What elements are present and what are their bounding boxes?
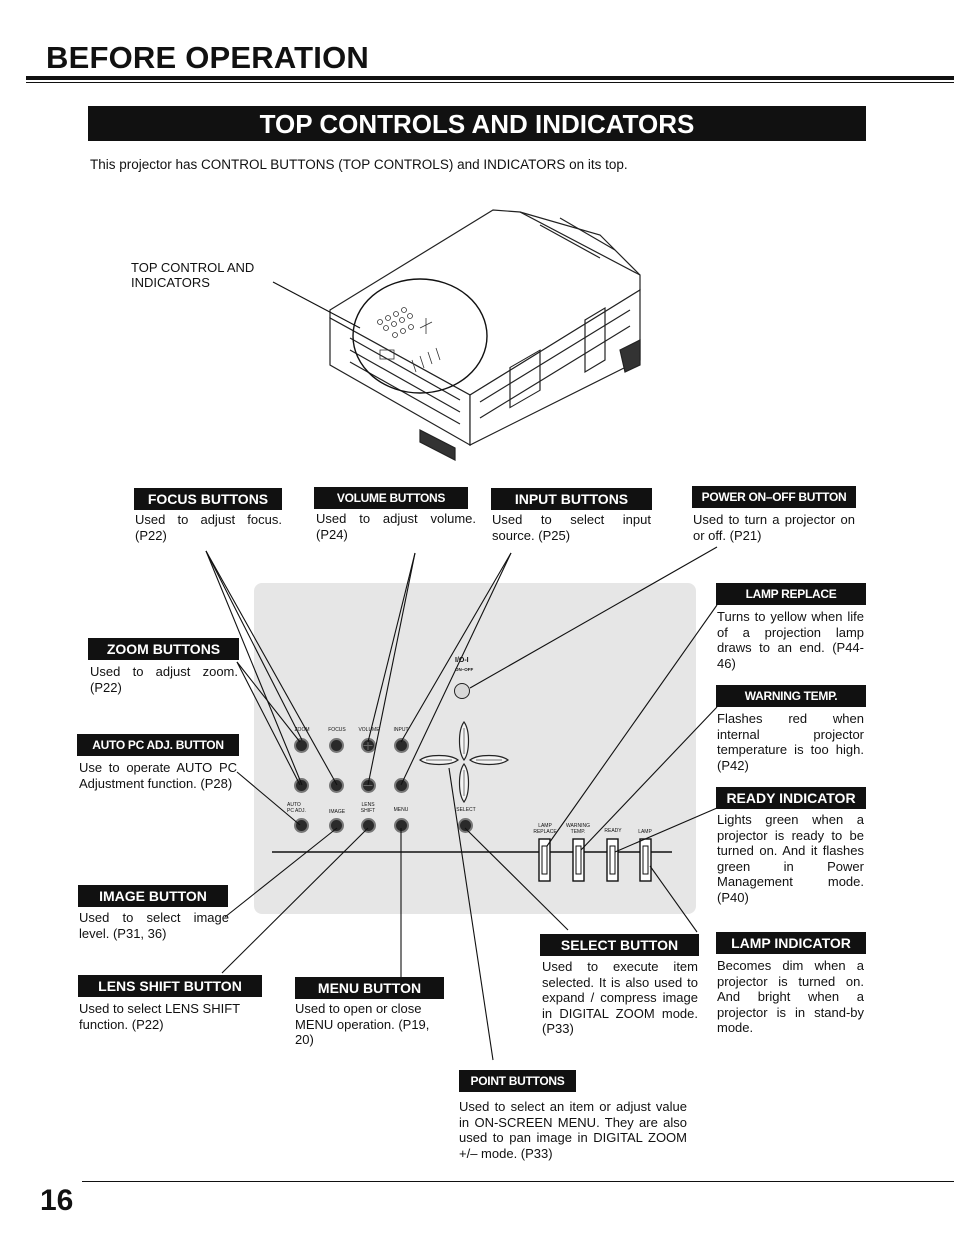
- input-up-button[interactable]: [394, 738, 409, 753]
- zoom-buttons-desc: Used to adjust zoom. (P22): [90, 664, 238, 695]
- power-button-label: POWER ON–OFF BUTTON: [692, 486, 856, 508]
- intro-text: This projector has CONTROL BUTTONS (TOP …: [90, 157, 628, 172]
- input-buttons-label: INPUT BUTTONS: [491, 488, 652, 510]
- menu-button-desc: Used to open or close MENU operation. (P…: [295, 1001, 430, 1048]
- input-down-button[interactable]: [394, 778, 409, 793]
- panel-power-symbol: I/O-I: [455, 657, 469, 664]
- select-button-desc: Used to execute item selected. It is als…: [542, 959, 698, 1037]
- lamp-indicator: [639, 838, 652, 882]
- lamp-indicator-desc: Becomes dim when a projector is turned o…: [717, 958, 864, 1036]
- auto-pc-adj-label: AUTO PC ADJ. BUTTON: [77, 734, 239, 756]
- section-title: BEFORE OPERATION: [46, 40, 369, 75]
- panel-lamp-replace-label: LAMP REPLACE: [533, 823, 557, 835]
- header-rule-thin: [26, 82, 954, 83]
- panel-auto-pc-label: AUTO PC ADJ.: [287, 802, 306, 814]
- panel-menu-label: MENU: [393, 807, 409, 813]
- panel-lamp-label: LAMP: [638, 829, 652, 835]
- image-button[interactable]: [329, 818, 344, 833]
- volume-buttons-label: VOLUME BUTTONS: [314, 487, 468, 509]
- lamp-replace-indicator: [538, 838, 551, 882]
- input-buttons-desc: Used to select input source. (P25): [492, 512, 651, 543]
- panel-input-label: INPUT: [393, 727, 409, 733]
- ready-indicator-label: READY INDICATOR: [716, 787, 866, 809]
- focus-buttons-label: FOCUS BUTTONS: [134, 488, 282, 510]
- power-on-off-button[interactable]: [454, 683, 470, 699]
- focus-buttons-desc: Used to adjust focus. (P22): [135, 512, 282, 543]
- callout-circle: [352, 278, 488, 394]
- panel-warning-temp-label: WARNING TEMP.: [566, 823, 590, 835]
- ready-indicator-desc: Lights green when a projector is ready t…: [717, 812, 864, 905]
- control-panel: [254, 583, 696, 914]
- image-button-label: IMAGE BUTTON: [78, 885, 228, 907]
- footer-rule: [82, 1181, 954, 1182]
- focus-up-button[interactable]: [329, 738, 344, 753]
- focus-down-button[interactable]: [329, 778, 344, 793]
- panel-ready-label: READY: [604, 828, 622, 834]
- warning-temp-label: WARNING TEMP. INDICATOR: [716, 685, 866, 725]
- power-button-desc: Used to turn a projector on or off. (P21…: [693, 512, 855, 543]
- header-rule: [26, 76, 954, 80]
- panel-image-label: IMAGE: [328, 809, 346, 815]
- auto-pc-adj-button[interactable]: [294, 818, 309, 833]
- page-title: TOP CONTROLS AND INDICATORS: [88, 106, 866, 141]
- lens-shift-desc: Used to select LENS SHIFT function. (P22…: [79, 1001, 240, 1032]
- point-buttons-desc: Used to select an item or adjust value i…: [459, 1099, 687, 1161]
- auto-pc-adj-desc: Use to operate AUTO PC Adjustment functi…: [79, 760, 237, 791]
- panel-select-label: SELECT: [456, 807, 476, 813]
- lamp-replace-label: LAMP REPLACE INDICATOR: [716, 583, 866, 623]
- volume-buttons-desc: Used to adjust volume. (P24): [316, 511, 476, 542]
- lamp-replace-desc: Turns to yellow when life of a projectio…: [717, 609, 864, 671]
- warning-temp-indicator: [572, 838, 585, 882]
- lamp-indicator-label: LAMP INDICATOR: [716, 932, 866, 954]
- lens-shift-label: LENS SHIFT BUTTON: [78, 975, 262, 997]
- panel-lens-shift-label: LENS SHIFT: [360, 802, 376, 814]
- select-button-label: SELECT BUTTON: [540, 934, 699, 956]
- page-number: 16: [40, 1184, 74, 1217]
- panel-zoom-label: ZOOM: [294, 727, 310, 733]
- point-buttons-label: POINT BUTTONS: [459, 1070, 576, 1092]
- panel-power-caption: ON–OFF: [455, 667, 474, 672]
- panel-focus-label: FOCUS: [328, 727, 346, 733]
- panel-volume-label: VOLUME: [358, 727, 380, 733]
- illustration-callout: TOP CONTROL AND INDICATORS: [131, 260, 255, 290]
- zoom-buttons-label: ZOOM BUTTONS: [88, 638, 239, 660]
- menu-button-label: MENU BUTTON: [295, 977, 444, 999]
- select-button[interactable]: [458, 818, 473, 833]
- lens-shift-button[interactable]: [361, 818, 376, 833]
- ready-indicator: [606, 838, 619, 882]
- image-button-desc: Used to select image level. (P31, 36): [79, 910, 229, 941]
- warning-temp-desc: Flashes red when internal projector temp…: [717, 711, 864, 773]
